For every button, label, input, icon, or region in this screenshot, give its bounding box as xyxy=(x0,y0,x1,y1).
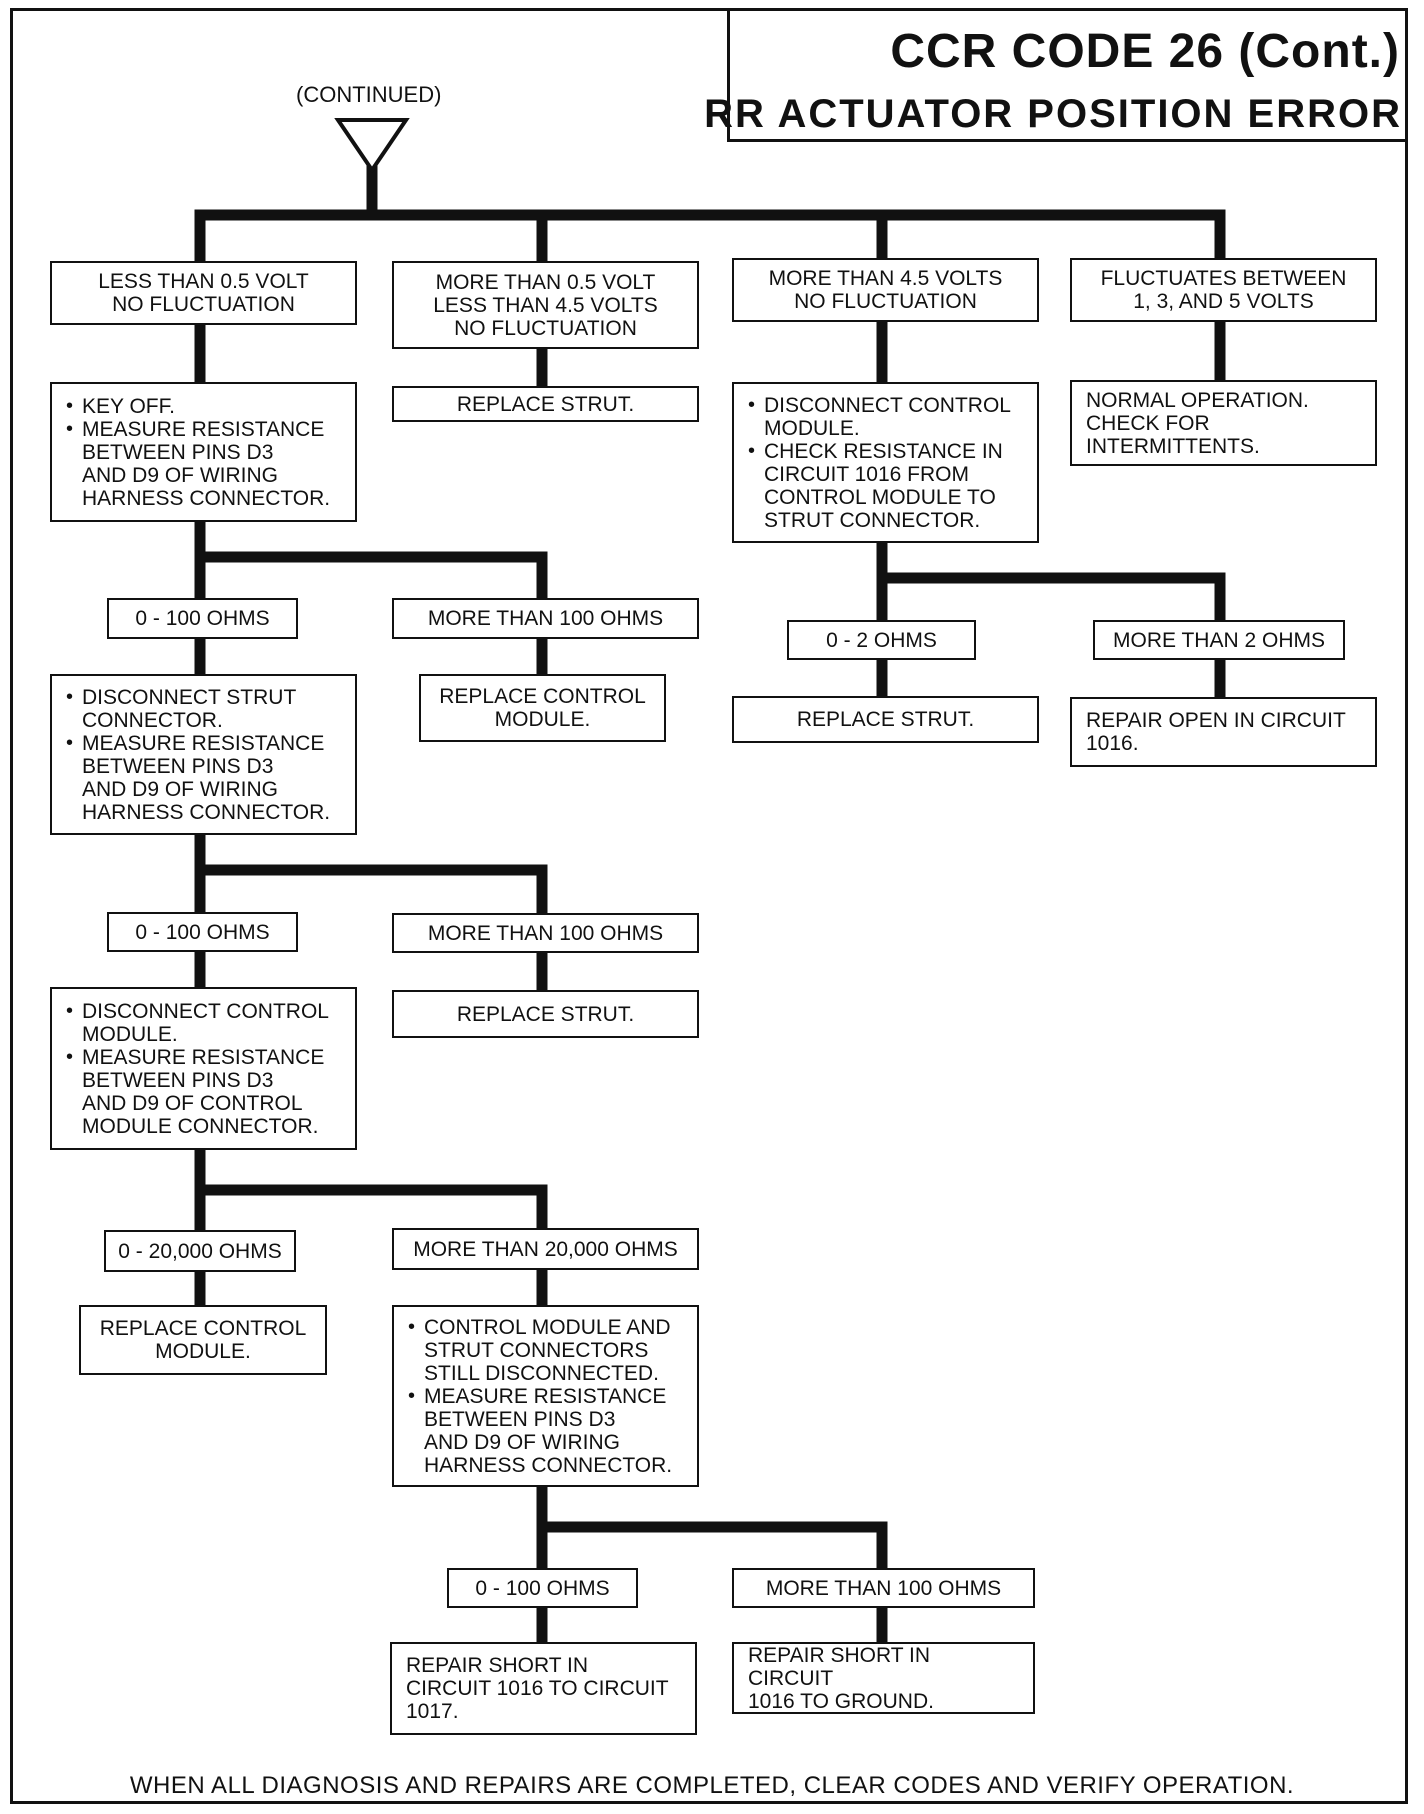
step-key-off: KEY OFF. MEASURE RESISTANCE BETWEEN PINS… xyxy=(50,382,357,522)
action-replace-strut: REPLACE STRUT. xyxy=(392,386,699,422)
box-text: MORE THAN 100 OHMS xyxy=(427,921,664,945)
box-text: LESS THAN 0.5 VOLT NO FLUCTUATION xyxy=(98,270,309,316)
step-list: DISCONNECT CONTROL MODULE. CHECK RESISTA… xyxy=(748,394,1027,532)
step-list: CONTROL MODULE AND STRUT CONNECTORS STIL… xyxy=(408,1316,687,1477)
box-text: 0 - 100 OHMS xyxy=(135,920,270,944)
box-text: NORMAL OPERATION. CHECK FOR INTERMITTENT… xyxy=(1086,388,1309,458)
box-text: REPAIR SHORT IN CIRCUIT 1016 TO CIRCUIT … xyxy=(406,1654,669,1723)
reading-0-20000-ohms: 0 - 20,000 OHMS xyxy=(104,1230,296,1272)
box-text: MORE THAN 100 OHMS xyxy=(765,1576,1002,1600)
box-text: 0 - 100 OHMS xyxy=(475,1576,610,1600)
step-item: DISCONNECT STRUT CONNECTOR. xyxy=(66,686,345,732)
step-item: CONTROL MODULE AND STRUT CONNECTORS STIL… xyxy=(408,1316,687,1385)
box-text: REPLACE STRUT. xyxy=(456,392,635,416)
box-text: 0 - 2 OHMS xyxy=(826,628,937,652)
continued-label: (CONTINUED) xyxy=(296,82,442,107)
page-subtitle: RR ACTUATOR POSITION ERROR xyxy=(704,92,1402,136)
step-disconnect-control-module-check-1016: DISCONNECT CONTROL MODULE. CHECK RESISTA… xyxy=(732,382,1039,543)
step-item: KEY OFF. xyxy=(66,395,345,418)
action-replace-strut: REPLACE STRUT. xyxy=(732,696,1039,743)
reading-more-than-100-ohms: MORE THAN 100 OHMS xyxy=(392,913,699,953)
step-item: MEASURE RESISTANCE BETWEEN PINS D3 AND D… xyxy=(66,418,345,510)
box-text: REPLACE STRUT. xyxy=(456,1002,635,1026)
step-item: MEASURE RESISTANCE BETWEEN PINS D3 AND D… xyxy=(66,1046,345,1138)
step-item: CHECK RESISTANCE IN CIRCUIT 1016 FROM CO… xyxy=(748,440,1027,532)
step-connectors-still-disconnected: CONTROL MODULE AND STRUT CONNECTORS STIL… xyxy=(392,1305,699,1487)
action-repair-short-to-ground: REPAIR SHORT IN CIRCUIT 1016 TO GROUND. xyxy=(732,1642,1035,1714)
condition-more-than-4-5-volts: MORE THAN 4.5 VOLTS NO FLUCTUATION xyxy=(732,258,1039,322)
box-text: MORE THAN 0.5 VOLT LESS THAN 4.5 VOLTS N… xyxy=(433,270,658,340)
step-disconnect-control-module-measure: DISCONNECT CONTROL MODULE. MEASURE RESIS… xyxy=(50,987,357,1150)
reading-more-than-100-ohms: MORE THAN 100 OHMS xyxy=(392,598,699,639)
page-frame xyxy=(10,8,1408,1804)
reading-more-than-20000-ohms: MORE THAN 20,000 OHMS xyxy=(392,1228,699,1270)
box-text: REPLACE CONTROL MODULE. xyxy=(99,1317,307,1363)
reading-more-than-100-ohms: MORE THAN 100 OHMS xyxy=(732,1568,1035,1608)
step-item: MEASURE RESISTANCE BETWEEN PINS D3 AND D… xyxy=(408,1385,687,1477)
reading-0-2-ohms: 0 - 2 OHMS xyxy=(787,620,976,660)
step-item: DISCONNECT CONTROL MODULE. xyxy=(748,394,1027,440)
box-text: REPLACE STRUT. xyxy=(796,708,975,731)
step-disconnect-strut-connector: DISCONNECT STRUT CONNECTOR. MEASURE RESI… xyxy=(50,674,357,835)
condition-less-than-0-5-volt: LESS THAN 0.5 VOLT NO FLUCTUATION xyxy=(50,261,357,325)
box-text: REPAIR SHORT IN CIRCUIT 1016 TO GROUND. xyxy=(748,1643,934,1713)
box-text: 0 - 20,000 OHMS xyxy=(118,1239,282,1263)
condition-fluctuates: FLUCTUATES BETWEEN 1, 3, AND 5 VOLTS xyxy=(1070,258,1377,322)
box-text: REPAIR OPEN IN CIRCUIT 1016. xyxy=(1086,709,1346,755)
step-item: MEASURE RESISTANCE BETWEEN PINS D3 AND D… xyxy=(66,732,345,824)
reading-0-100-ohms: 0 - 100 OHMS xyxy=(447,1568,638,1608)
box-text: 0 - 100 OHMS xyxy=(135,607,270,630)
step-list: DISCONNECT CONTROL MODULE. MEASURE RESIS… xyxy=(66,1000,345,1138)
footer-note: WHEN ALL DIAGNOSIS AND REPAIRS ARE COMPL… xyxy=(129,1772,1295,1799)
box-text: MORE THAN 20,000 OHMS xyxy=(413,1237,678,1261)
continuation-triangle-icon xyxy=(334,118,410,174)
step-list: DISCONNECT STRUT CONNECTOR. MEASURE RESI… xyxy=(66,686,345,824)
reading-more-than-2-ohms: MORE THAN 2 OHMS xyxy=(1093,620,1345,660)
title-box: CCR CODE 26 (Cont.) RR ACTUATOR POSITION… xyxy=(704,10,1408,142)
step-item: DISCONNECT CONTROL MODULE. xyxy=(66,1000,345,1046)
result-normal-operation: NORMAL OPERATION. CHECK FOR INTERMITTENT… xyxy=(1070,380,1377,466)
condition-0-5-to-4-5-volts: MORE THAN 0.5 VOLT LESS THAN 4.5 VOLTS N… xyxy=(392,261,699,349)
action-replace-strut: REPLACE STRUT. xyxy=(392,990,699,1038)
box-text: MORE THAN 2 OHMS xyxy=(1113,628,1325,652)
page-title: CCR CODE 26 (Cont.) xyxy=(890,25,1400,78)
action-repair-open-circuit-1016: REPAIR OPEN IN CIRCUIT 1016. xyxy=(1070,697,1377,767)
box-text: REPLACE CONTROL MODULE. xyxy=(439,685,646,731)
action-repair-short-to-1017: REPAIR SHORT IN CIRCUIT 1016 TO CIRCUIT … xyxy=(390,1642,697,1735)
step-list: KEY OFF. MEASURE RESISTANCE BETWEEN PINS… xyxy=(66,395,345,510)
action-replace-control-module: REPLACE CONTROL MODULE. xyxy=(419,674,666,742)
action-replace-control-module: REPLACE CONTROL MODULE. xyxy=(79,1305,327,1375)
box-text: MORE THAN 4.5 VOLTS NO FLUCTUATION xyxy=(768,267,1003,313)
reading-0-100-ohms: 0 - 100 OHMS xyxy=(107,598,298,639)
reading-0-100-ohms: 0 - 100 OHMS xyxy=(107,912,298,952)
box-text: FLUCTUATES BETWEEN 1, 3, AND 5 VOLTS xyxy=(1100,267,1347,313)
box-text: MORE THAN 100 OHMS xyxy=(427,607,664,630)
